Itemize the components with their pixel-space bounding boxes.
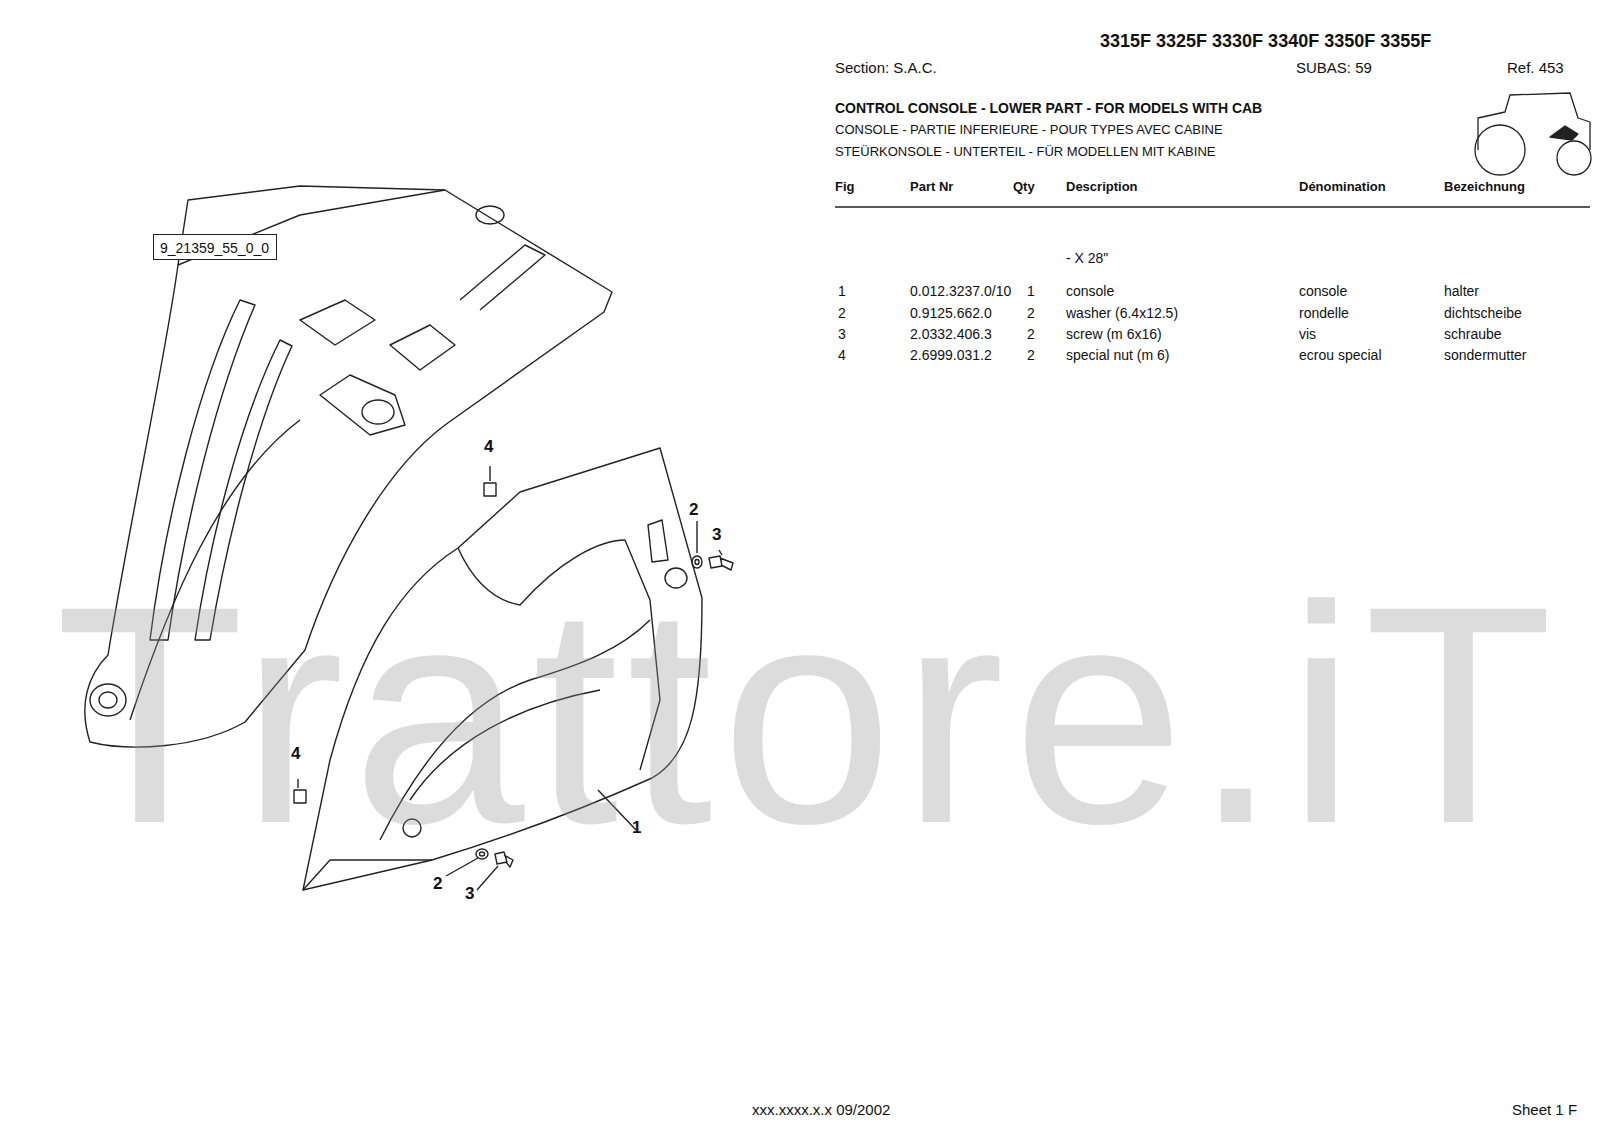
- table-cell: 0.9125.662.0: [910, 305, 992, 321]
- callout-number: 3: [465, 884, 474, 904]
- table-cell: sondermutter: [1444, 347, 1526, 363]
- section-info: Section: S.A.C.: [835, 59, 937, 76]
- title-fr: CONSOLE - PARTIE INFERIEURE - POUR TYPES…: [835, 123, 1223, 138]
- table-cell: 1: [1027, 283, 1035, 299]
- table-cell: console: [1066, 283, 1114, 299]
- table-cell: special nut (m 6): [1066, 347, 1169, 363]
- table-cell: vis: [1299, 326, 1316, 342]
- footer-code: xxx.xxxx.x.x 09/2002: [752, 1101, 890, 1118]
- watermark: Trattore.iT: [55, 560, 1561, 870]
- table-cell: screw (m 6x16): [1066, 326, 1162, 342]
- table-cell: dichtscheibe: [1444, 305, 1522, 321]
- table-header: Description: [1066, 180, 1138, 195]
- table-cell: 3: [838, 326, 846, 342]
- section-title: CONTROL CONSOLE - LOWER PART - FOR MODEL…: [835, 100, 1262, 116]
- table-cell: 2: [1027, 305, 1035, 321]
- table-cell: rondelle: [1299, 305, 1349, 321]
- table-header: Qty: [1013, 180, 1035, 195]
- table-cell: 2: [838, 305, 846, 321]
- table-cell: console: [1299, 283, 1347, 299]
- table-cell: schraube: [1444, 326, 1502, 342]
- table-cell: 2.6999.031.2: [910, 347, 992, 363]
- variant-note: - X 28": [1066, 250, 1108, 266]
- drawing-ref: 9_21359_55_0_0: [160, 240, 269, 256]
- callout-number: 3: [712, 525, 721, 545]
- table-cell: 1: [838, 283, 846, 299]
- table-header: Part Nr: [910, 180, 953, 195]
- drawing-ref-box: 9_21359_55_0_0: [153, 234, 277, 260]
- table-cell: 2.0332.406.3: [910, 326, 992, 342]
- table-cell: 0.012.3237.0/10: [910, 283, 1011, 299]
- table-cell: 2: [1027, 326, 1035, 342]
- table-cell: 4: [838, 347, 846, 363]
- callout-number: 2: [433, 874, 442, 894]
- table-cell: ecrou special: [1299, 347, 1382, 363]
- model-list: 3315F 3325F 3330F 3340F 3350F 3355F: [1100, 31, 1431, 52]
- table-cell: washer (6.4x12.5): [1066, 305, 1178, 321]
- callout-number: 2: [689, 500, 698, 520]
- table-header: Bezeichnung: [1444, 180, 1525, 195]
- table-cell: halter: [1444, 283, 1479, 299]
- subas-info: SUBAS: 59: [1296, 59, 1372, 76]
- table-header: Fig: [835, 180, 855, 195]
- title-de: STEÜRKONSOLE - UNTERTEIL - FÜR MODELLEN …: [835, 145, 1215, 160]
- table-cell: 2: [1027, 347, 1035, 363]
- sheet-number: Sheet 1 F: [1512, 1101, 1577, 1118]
- table-header: Dénomination: [1299, 180, 1386, 195]
- callout-number: 4: [484, 437, 493, 457]
- ref-info: Ref. 453: [1507, 59, 1564, 76]
